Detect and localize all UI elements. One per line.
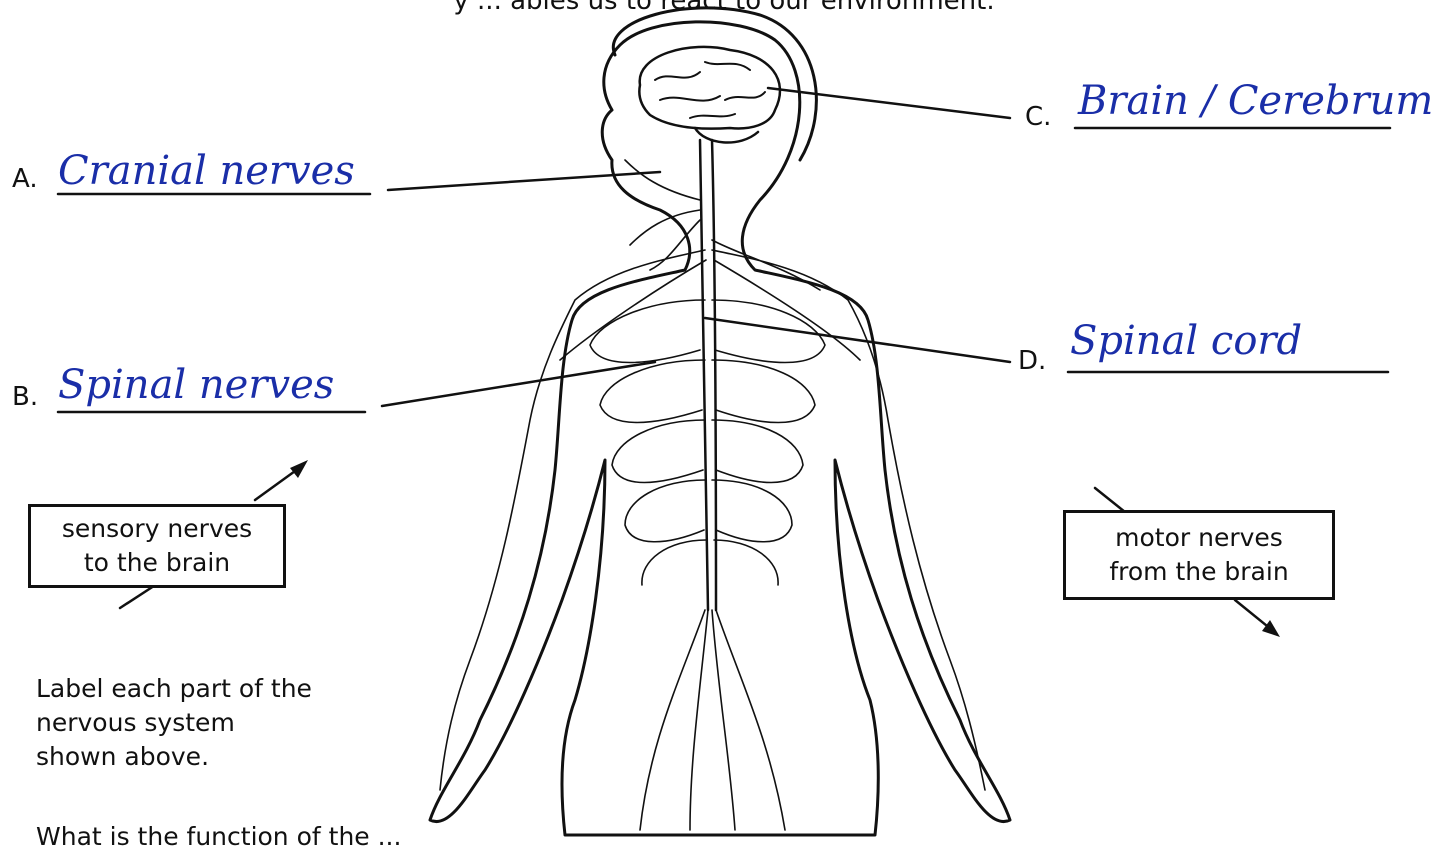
- brain-folds: [655, 62, 765, 118]
- answer-b: Spinal nerves: [58, 362, 334, 408]
- sensory-arrowhead: [290, 460, 308, 478]
- label-d-letter: D.: [1018, 346, 1046, 376]
- label-b-letter: B.: [12, 382, 38, 412]
- answer-d: Spinal cord: [1070, 318, 1302, 364]
- label-c-letter: C.: [1025, 102, 1051, 132]
- motor-box-line1: motor nerves: [1066, 521, 1332, 555]
- answer-c: Brain / Cerebrum: [1078, 78, 1433, 124]
- sensory-box-line2: to the brain: [31, 546, 283, 580]
- motor-nerves-box: motor nerves from the brain: [1063, 510, 1335, 600]
- motor-arrow-tail: [1095, 488, 1125, 512]
- footer-cut-text: What is the function of the ...: [36, 822, 401, 851]
- leader-d: [705, 318, 1010, 362]
- sensory-box-line1: sensory nerves: [31, 512, 283, 546]
- label-a-letter: A.: [12, 164, 38, 194]
- instructions-line1: Label each part of the: [36, 672, 312, 706]
- answer-a: Cranial nerves: [58, 148, 355, 194]
- peripheral-nerves: [440, 160, 985, 830]
- instructions-line2: nervous system: [36, 706, 312, 740]
- motor-box-line2: from the brain: [1066, 555, 1332, 589]
- cerebellum: [695, 128, 758, 143]
- leader-c: [768, 88, 1010, 118]
- sensory-nerves-box: sensory nerves to the brain: [28, 504, 286, 588]
- body-outline: [430, 22, 1010, 835]
- instructions: Label each part of the nervous system sh…: [36, 672, 312, 774]
- instructions-line3: shown above.: [36, 740, 312, 774]
